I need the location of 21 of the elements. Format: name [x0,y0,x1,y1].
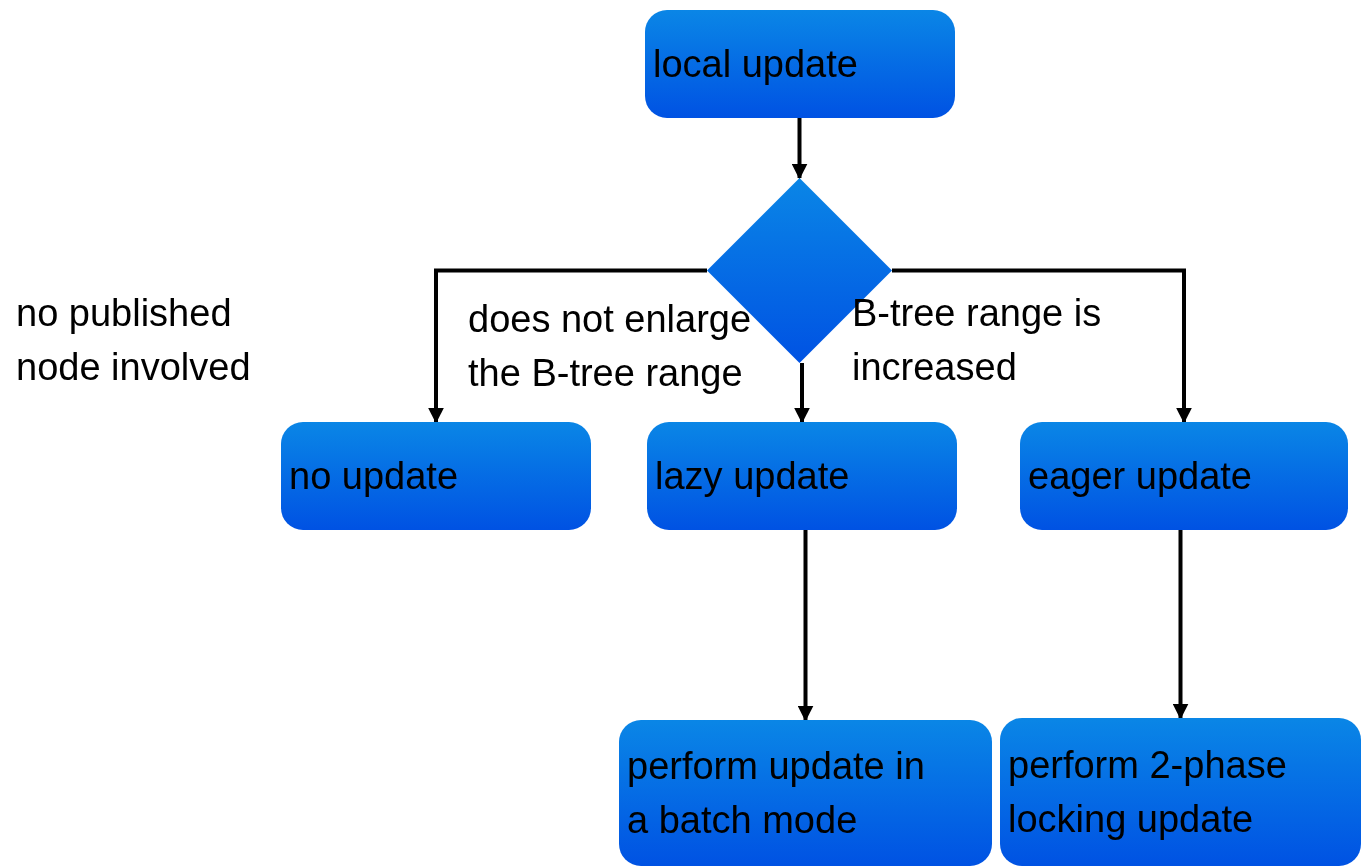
box-text: perform 2-phase locking update [1008,743,1288,842]
arrow [1172,530,1189,720]
box-text: local update [653,42,858,87]
box-text: lazy update [655,454,850,499]
arrow [794,363,810,424]
arrow [797,530,814,722]
arrow [892,268,1192,424]
box-text: no update [289,454,459,499]
edge-label: does not enlarge the B-tree range [468,297,753,396]
box-text: eager update [1028,454,1252,499]
edge-label: B-tree range is increased [852,291,1103,390]
process-box [1000,718,1361,866]
process-box [647,422,957,530]
arrow [791,118,808,180]
process-box [281,422,591,530]
box-text: perform update in a batch mode [627,744,926,843]
process-box [619,720,992,866]
process-box [645,10,955,118]
arrow [428,268,707,424]
process-box [1020,422,1348,530]
edge-label: no published node involved [16,291,252,390]
